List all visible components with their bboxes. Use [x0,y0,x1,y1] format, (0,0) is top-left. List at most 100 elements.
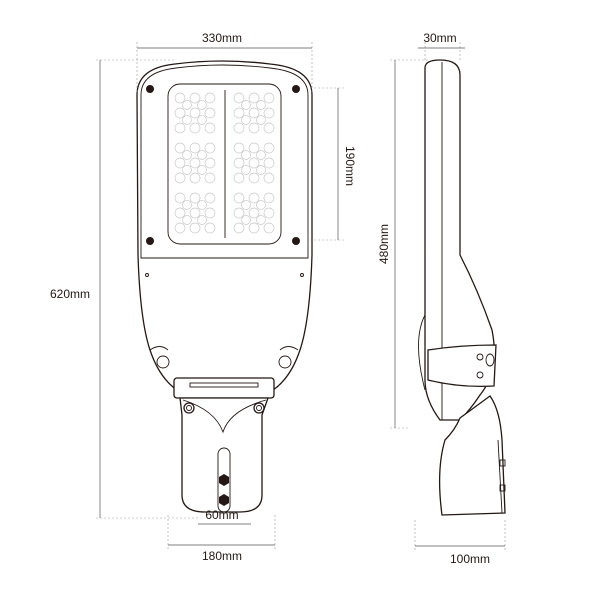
screw-icon [146,237,154,245]
led-lens [197,115,207,125]
led-lens [233,172,245,184]
led-lens [197,215,207,225]
screws [146,85,300,245]
led-lens [204,222,216,234]
led-lens [189,107,201,119]
led-lens [241,215,251,225]
led-lens [263,107,275,119]
led-lens [189,172,201,184]
led-lens [182,150,192,160]
led-lens [248,142,260,154]
led-lens [241,115,251,125]
led-lens [204,92,216,104]
bracket-plate [173,377,275,399]
screw-icon [292,237,300,245]
label-total-length: 620mm [50,287,90,301]
led-lens [263,122,275,134]
led-lens [256,165,266,175]
led-lens [248,222,260,234]
led-lens [174,142,186,154]
led-lens [248,207,260,219]
led-lens [248,92,260,104]
led-lens [233,142,245,154]
label-side-depth: 100mm [450,552,490,566]
led-lens [182,165,192,175]
led-lens [256,115,266,125]
dimension-labels: 330mm 620mm 190mm 60mm 180mm 30mm 480mm … [50,31,490,566]
dimension-lines [96,42,506,552]
label-module-height: 190mm [343,146,357,186]
led-lens [204,107,216,119]
led-lens [233,207,245,219]
led-lens [263,92,275,104]
led-lens [182,100,192,110]
led-lens [233,92,245,104]
led-lens [189,157,201,169]
led-lens [189,142,201,154]
led-lens [241,150,251,160]
led-lens [256,100,266,110]
mount-arm [179,397,269,513]
led-lens [182,115,192,125]
led-lens [233,222,245,234]
led-lens [204,122,216,134]
led-lens [174,222,186,234]
led-lens [204,172,216,184]
led-lens [233,157,245,169]
led-lens [263,222,275,234]
led-lens [197,150,207,160]
led-lens [263,142,275,154]
led-lens [204,207,216,219]
led-lens [263,192,275,204]
led-lens [248,157,260,169]
side-mount [438,395,506,516]
led-lens [174,192,186,204]
led-lens [197,165,207,175]
led-lens [241,100,251,110]
led-lens [204,192,216,204]
led-lens [248,192,260,204]
label-front-width: 330mm [202,31,242,45]
led-lens [233,192,245,204]
led-lens [263,207,275,219]
label-bracket-width: 60mm [205,508,238,522]
side-view [418,59,506,516]
led-lens [182,215,192,225]
led-lens [241,165,251,175]
led-lens [248,172,260,184]
led-lens [248,122,260,134]
led-lens [174,157,186,169]
led-lens [189,122,201,134]
led-lens [256,200,266,210]
led-module-frame [167,83,282,245]
label-side-height: 480mm [377,224,391,264]
led-lens [233,122,245,134]
front-view [136,60,313,513]
side-bracket [427,344,497,388]
led-lens [256,150,266,160]
led-lens [204,157,216,169]
led-lens [241,200,251,210]
led-lens [233,107,245,119]
led-lens [189,192,201,204]
label-bracket-outer-width: 180mm [202,549,242,563]
led-lens [197,100,207,110]
led-lens [256,215,266,225]
led-lens [189,92,201,104]
lamp-body [136,60,313,393]
led-lens [189,207,201,219]
led-lens [248,107,260,119]
led-lens [204,142,216,154]
led-lens [197,200,207,210]
led-lens [263,157,275,169]
screw-icon [146,85,154,93]
label-side-thickness: 30mm [423,31,456,45]
screw-icon [292,85,300,93]
led-array [174,92,275,234]
led-lens [182,200,192,210]
led-lens [174,92,186,104]
led-lens [174,172,186,184]
led-lens [189,222,201,234]
